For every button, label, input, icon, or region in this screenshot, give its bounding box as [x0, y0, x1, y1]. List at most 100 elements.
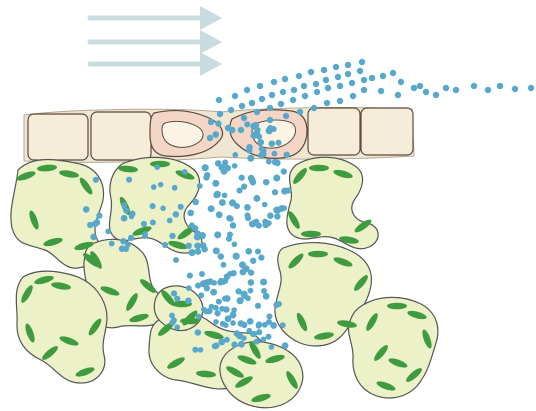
water-vapor-molecule-icon — [267, 125, 274, 132]
water-vapor-molecule-icon — [253, 122, 259, 128]
water-vapor-molecule-icon — [324, 100, 330, 106]
water-vapor-molecule-icon — [274, 207, 281, 214]
water-vapor-molecule-icon — [237, 297, 244, 304]
water-vapor-molecule-icon — [256, 133, 262, 139]
water-vapor-molecule-icon — [265, 334, 271, 340]
water-vapor-molecule-icon — [178, 204, 184, 210]
water-vapor-molecule-icon — [200, 280, 207, 287]
water-vapor-molecule-icon — [247, 318, 254, 325]
water-vapor-molecule-icon — [337, 98, 343, 104]
water-vapor-molecule-icon — [231, 341, 237, 347]
water-vapor-molecule-icon — [333, 64, 339, 70]
water-vapor-molecule-icon — [198, 292, 204, 298]
water-vapor-molecule-icon — [214, 231, 221, 238]
water-vapor-molecule-icon — [216, 299, 222, 305]
water-vapor-molecule-icon — [226, 215, 232, 221]
water-vapor-molecule-icon — [267, 212, 274, 219]
water-vapor-molecule-icon — [212, 343, 218, 349]
water-vapor-molecule-icon — [234, 330, 241, 337]
water-vapor-molecule-icon — [350, 93, 356, 99]
chloroplast-icon — [150, 161, 170, 168]
water-vapor-molecule-icon — [206, 309, 212, 315]
water-vapor-molecule-icon — [280, 89, 286, 95]
water-vapor-molecule-icon — [238, 341, 245, 348]
water-vapor-molecule-icon — [249, 100, 255, 106]
water-vapor-molecule-icon — [271, 151, 277, 157]
water-vapor-molecule-icon — [169, 233, 175, 239]
water-vapor-molecule-icon — [230, 270, 236, 276]
water-vapor-molecule-icon — [219, 306, 225, 312]
water-vapor-molecule-icon — [150, 219, 156, 225]
water-vapor-molecule-icon — [217, 111, 223, 117]
water-vapor-molecule-icon — [267, 117, 273, 123]
water-vapor-molecule-icon — [345, 71, 351, 77]
water-vapor-molecule-icon — [232, 241, 238, 247]
water-vapor-molecule-icon — [214, 310, 220, 316]
water-vapor-molecule-icon — [196, 314, 202, 320]
water-vapor-molecule-icon — [321, 67, 327, 73]
chloroplast-icon — [309, 165, 329, 172]
water-vapor-molecule-icon — [173, 257, 179, 263]
water-vapor-molecule-icon — [281, 168, 287, 174]
water-vapor-molecule-icon — [207, 278, 214, 285]
water-vapor-molecule-icon — [123, 246, 129, 252]
water-vapor-molecule-icon — [128, 235, 134, 241]
water-vapor-molecule-icon — [212, 131, 219, 138]
water-vapor-molecule-icon — [90, 234, 97, 241]
water-vapor-molecule-icon — [250, 179, 257, 186]
water-vapor-molecule-icon — [129, 214, 134, 219]
water-vapor-molecule-icon — [195, 248, 202, 255]
water-vapor-molecule-icon — [228, 107, 234, 113]
water-vapor-molecule-icon — [281, 205, 287, 211]
water-vapor-molecule-icon — [325, 85, 331, 91]
water-vapor-molecule-icon — [313, 81, 319, 87]
water-vapor-molecule-icon — [241, 322, 247, 328]
water-vapor-molecule-icon — [269, 92, 275, 98]
water-vapor-molecule-icon — [272, 189, 278, 195]
water-vapor-molecule-icon — [212, 180, 219, 187]
water-vapor-molecule-icon — [311, 105, 317, 111]
water-vapor-molecule-icon — [213, 319, 219, 325]
water-vapor-molecule-icon — [109, 241, 115, 247]
water-vapor-molecule-icon — [308, 69, 314, 75]
water-vapor-molecule-icon — [195, 329, 201, 335]
water-vapor-molecule-icon — [266, 159, 272, 165]
water-vapor-molecule-icon — [247, 155, 254, 162]
water-vapor-molecule-icon — [96, 212, 102, 218]
water-vapor-molecule-icon — [186, 285, 192, 291]
water-vapor-molecule-icon — [158, 182, 163, 187]
water-vapor-molecule-icon — [248, 288, 254, 294]
water-vapor-molecule-icon — [93, 177, 99, 183]
water-vapor-molecule-icon — [380, 73, 386, 79]
water-vapor-molecule-icon — [255, 248, 261, 254]
water-vapor-molecule-icon — [267, 105, 273, 111]
water-vapor-molecule-icon — [417, 83, 423, 89]
water-vapor-molecule-icon — [282, 342, 289, 349]
water-vapor-molecule-icon — [239, 175, 245, 181]
water-vapor-molecule-icon — [162, 242, 168, 248]
water-vapor-molecule-icon — [220, 279, 226, 285]
wind-arrow — [90, 6, 222, 30]
water-vapor-molecule-icon — [357, 68, 363, 74]
water-vapor-molecule-icon — [172, 185, 178, 191]
water-vapor-molecule-icon — [120, 238, 126, 244]
water-vapor-molecule-icon — [433, 92, 439, 98]
water-vapor-molecule-icon — [241, 183, 247, 189]
water-vapor-molecule-icon — [221, 168, 228, 175]
water-vapor-molecule-icon — [244, 87, 250, 93]
water-vapor-molecule-icon — [290, 97, 296, 103]
water-vapor-molecule-icon — [266, 220, 272, 226]
water-vapor-molecule-icon — [471, 83, 477, 89]
water-vapor-molecule-icon — [185, 297, 192, 304]
water-vapor-molecule-icon — [335, 74, 341, 80]
water-vapor-molecule-icon — [201, 307, 207, 313]
water-vapor-molecule-icon — [282, 76, 288, 82]
water-vapor-molecule-icon — [216, 211, 223, 218]
water-vapor-molecule-icon — [154, 164, 160, 170]
water-vapor-molecule-icon — [199, 271, 205, 277]
water-vapor-molecule-icon — [281, 188, 288, 195]
water-vapor-molecule-icon — [199, 232, 206, 239]
water-vapor-molecule-icon — [92, 221, 99, 228]
water-vapor-molecule-icon — [269, 344, 275, 350]
water-vapor-molecule-icon — [261, 288, 267, 294]
